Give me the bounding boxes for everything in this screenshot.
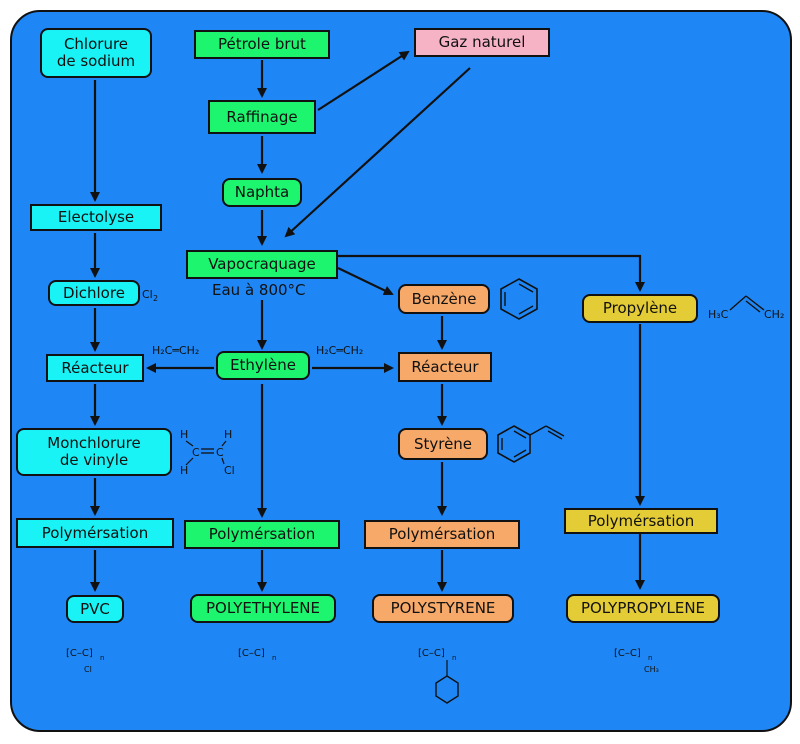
- node-monochlorure-de-vinyle: Monchlorure de vinyle: [16, 428, 172, 476]
- svg-text:n: n: [100, 654, 104, 662]
- svg-text:H: H: [224, 428, 232, 441]
- benzene-structure: [500, 278, 538, 320]
- pvc-repeat-unit: [C–C] n Cl: [66, 648, 104, 674]
- arrow-gaz-vapocraquage: [284, 67, 471, 238]
- node-petrole-brut: Pétrole brut: [194, 30, 330, 59]
- polyethylene-repeat-unit: [C–C] n: [238, 648, 276, 662]
- node-polypropylene: POLYPROPYLENE: [566, 594, 720, 623]
- arrow-raffinage-gaz: [317, 50, 410, 111]
- svg-text:H₃C: H₃C: [708, 308, 729, 321]
- node-polymersation-cyan: Polymérsation: [16, 518, 174, 548]
- node-ethylene: Ethylène: [216, 351, 310, 380]
- node-vapocraquage: Vapocraquage: [186, 250, 338, 279]
- styrene-structure: [497, 425, 565, 463]
- svg-text:H₂C═CH₂: H₂C═CH₂: [152, 344, 199, 357]
- node-polymersation-green: Polymérsation: [184, 520, 340, 549]
- vinyl-chloride-structure: H H H C C Cl: [180, 428, 235, 477]
- node-reacteur-left: Réacteur: [46, 354, 144, 382]
- svg-text:H: H: [180, 464, 188, 477]
- node-raffinage: Raffinage: [208, 100, 316, 134]
- svg-text:C: C: [216, 446, 224, 459]
- node-pvc: PVC: [66, 595, 124, 623]
- svg-text:[C–C]: [C–C]: [66, 648, 93, 659]
- node-naphta: Naphta: [222, 178, 302, 207]
- svg-text:n: n: [648, 654, 652, 662]
- node-reacteur-right: Réacteur: [398, 352, 492, 382]
- svg-text:2: 2: [153, 294, 158, 303]
- svg-text:CH₃: CH₃: [644, 665, 659, 674]
- node-benzene: Benzène: [398, 284, 490, 314]
- node-electolyse: Electolyse: [30, 204, 162, 231]
- ethene-formula-left: H₂C═CH₂: [152, 344, 199, 357]
- node-polymersation-yellow: Polymérsation: [564, 508, 718, 534]
- svg-text:H₂C═CH₂: H₂C═CH₂: [316, 344, 363, 357]
- svg-text:n: n: [452, 654, 456, 662]
- node-dichlore: Dichlore: [48, 280, 140, 306]
- ethene-formula-right: H₂C═CH₂: [316, 344, 363, 357]
- arrow-vapocraquage-benzene: [337, 267, 394, 296]
- node-polystyrene: POLYSTYRENE: [372, 594, 514, 623]
- svg-text:Cl: Cl: [224, 464, 235, 477]
- node-gaz-naturel: Gaz naturel: [414, 28, 550, 57]
- svg-text:H: H: [180, 428, 188, 441]
- node-polymersation-orange: Polymérsation: [364, 520, 520, 549]
- svg-text:Cl: Cl: [142, 288, 153, 301]
- dichlore-formula: Cl 2: [142, 288, 158, 303]
- svg-text:[C–C]: [C–C]: [238, 648, 265, 659]
- svg-text:CH₂: CH₂: [764, 308, 784, 321]
- node-propylene: Propylène: [582, 294, 698, 323]
- vapocraquage-condition: Eau à 800°C: [212, 281, 306, 299]
- svg-text:n: n: [272, 654, 276, 662]
- polystyrene-repeat-unit: [C–C] n: [418, 648, 459, 704]
- svg-text:C: C: [192, 446, 200, 459]
- svg-text:Cl: Cl: [84, 665, 92, 674]
- node-polyethylene: POLYETHYLENE: [190, 594, 336, 623]
- node-chlorure-de-sodium: Chlorure de sodium: [40, 28, 152, 78]
- svg-text:[C–C]: [C–C]: [614, 648, 641, 659]
- polypropylene-repeat-unit: [C–C] n CH₃: [614, 648, 659, 674]
- propene-structure: H₃C CH₂: [708, 295, 784, 321]
- svg-text:[C–C]: [C–C]: [418, 648, 445, 659]
- node-styrene: Styrène: [398, 428, 488, 460]
- arrow-vapocraquage-propylene: [338, 254, 645, 292]
